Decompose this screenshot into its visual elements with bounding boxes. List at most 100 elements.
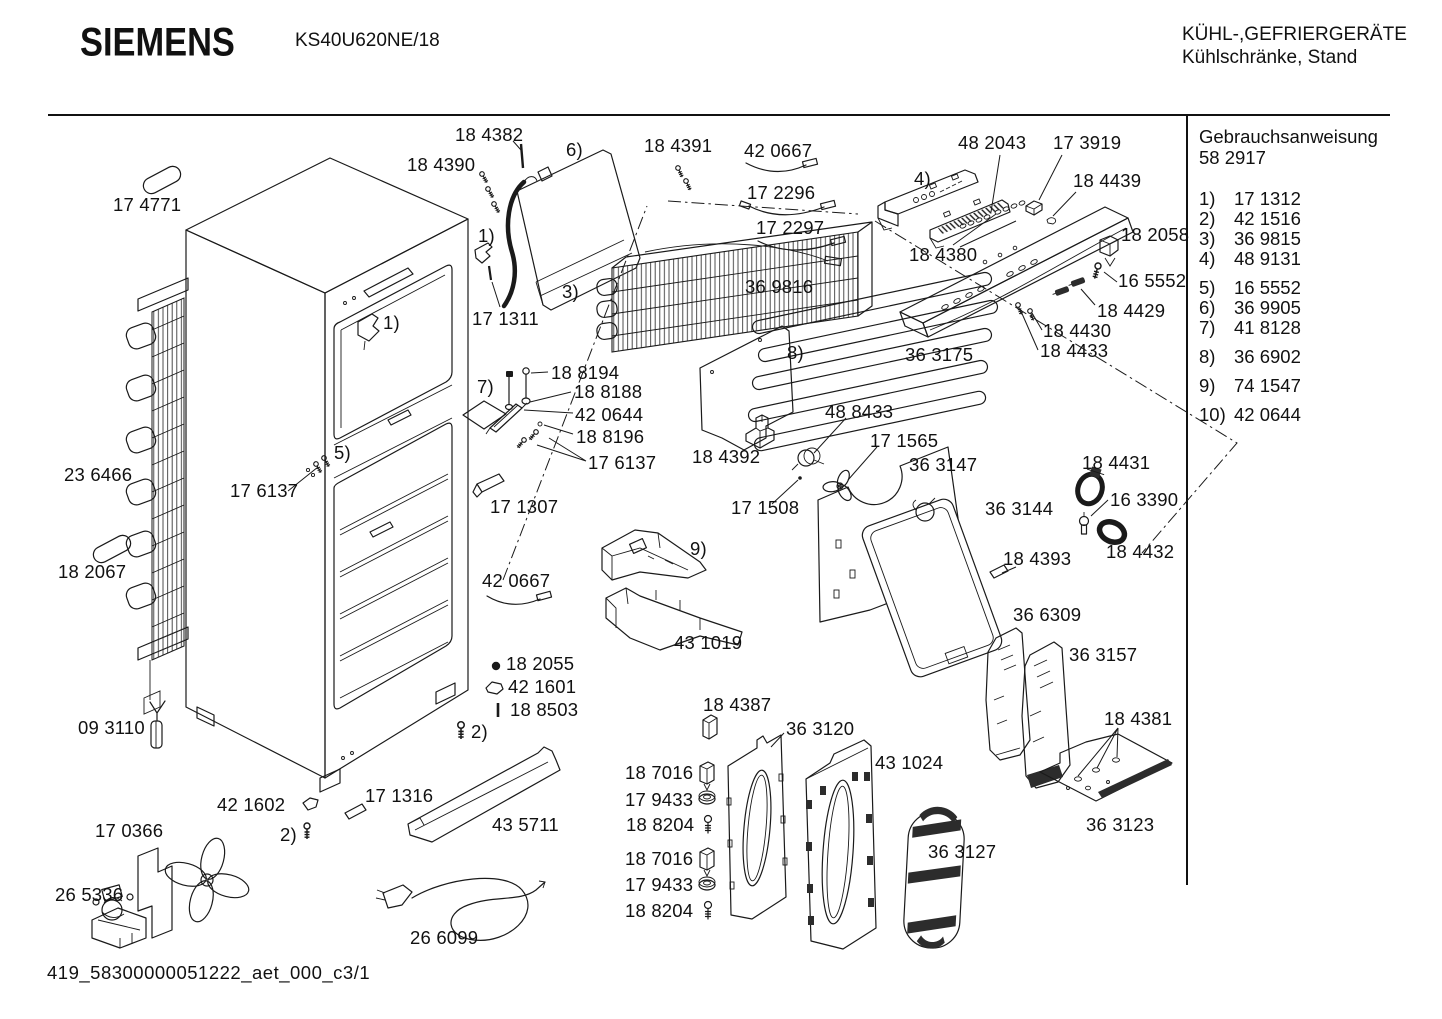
category-title-line2: Kühlschränke, Stand	[1182, 47, 1358, 68]
base-plate-36-3123	[1039, 733, 1173, 802]
part-label: 43 1024	[875, 752, 944, 773]
parts-list-item: 7) 41 8128	[1199, 317, 1389, 338]
part-label: 17 1316	[365, 785, 434, 806]
roller-18-2067	[92, 534, 132, 564]
evaporator-tubes	[747, 271, 999, 452]
part-label: 17 3919	[1053, 132, 1122, 153]
parts-list-number: 42 0644	[1234, 404, 1301, 425]
part-label: 48 2043	[958, 132, 1027, 153]
side-cover-36-3157	[1021, 641, 1071, 789]
rear-panel-36-3147	[817, 446, 963, 623]
hinge-part	[474, 242, 493, 281]
valve-16-3390	[1078, 512, 1090, 535]
part-label: 17 1307	[490, 496, 559, 517]
parts-list-item: 4)48 9131	[1199, 248, 1389, 269]
part-label: 23 6466	[64, 464, 133, 485]
part-label: 36 9816	[745, 276, 814, 297]
parts-list-number: 36 9815	[1234, 228, 1301, 249]
category-title-line1: KÜHL-,GEFRIERGERÄTE	[1182, 24, 1407, 45]
sidebar-divider	[1186, 115, 1188, 885]
parts-list-number: 36 9905	[1234, 297, 1301, 318]
part-label: 18 8503	[510, 699, 579, 720]
compressor-cover-plate	[478, 143, 693, 311]
brand-logo: SIEMENS	[80, 20, 235, 65]
clip-42-1602	[302, 797, 319, 811]
part-label: 42 0667	[744, 140, 813, 161]
part-label: 18 4393	[1003, 548, 1072, 569]
part-label: 42 1601	[508, 676, 577, 697]
part-label: 43 1019	[674, 632, 743, 653]
parts-list-number: 41 8128	[1234, 317, 1301, 338]
fastener-icons	[698, 761, 716, 920]
part-label: 18 4381	[1104, 708, 1173, 729]
reference-list-title-line2: 58 2917	[1199, 147, 1266, 168]
parts-list-item: 2)42 1516	[1199, 208, 1389, 229]
part-label: 17 2297	[756, 217, 825, 238]
plinth-strip	[407, 746, 561, 843]
clip-18-4393	[989, 564, 1009, 579]
screw-point	[798, 476, 802, 480]
part-label: 18 4431	[1082, 452, 1151, 473]
part-label: 18 8188	[574, 381, 643, 402]
part-label: 18 7016	[625, 762, 694, 783]
part-label: 18 8194	[551, 362, 620, 383]
power-cord	[375, 877, 546, 941]
part-label: 36 3147	[909, 454, 978, 475]
cables	[486, 157, 847, 605]
part-label: 2)	[471, 721, 488, 742]
part-label: 18 4380	[909, 244, 978, 265]
parts-list-index: 6)	[1199, 297, 1216, 318]
parts-list-index: 1)	[1199, 188, 1216, 209]
part-label: 17 1508	[731, 497, 800, 518]
fan-blade	[137, 837, 250, 939]
part-label: 17 0366	[95, 820, 164, 841]
part-label: 09 3110	[78, 717, 145, 738]
control-strips	[877, 169, 1057, 249]
part-label: 36 3123	[1086, 814, 1155, 835]
part-label: 5)	[334, 442, 351, 463]
parts-list-number: 16 5552	[1234, 277, 1301, 298]
part-label: 17 6137	[588, 452, 657, 473]
part-label: 17 1311	[472, 308, 539, 329]
parts-list-index: 7)	[1199, 317, 1216, 338]
spacer-18-4387	[702, 714, 718, 740]
hinge-screws	[305, 454, 332, 478]
part-label: 42 1602	[217, 794, 286, 815]
parts-list-number: 17 1312	[1234, 188, 1301, 209]
part-label: 36 6309	[1013, 604, 1082, 625]
parts-list-number: 36 6902	[1234, 346, 1301, 367]
drip-tray	[699, 325, 794, 451]
part-label: 6)	[566, 139, 583, 160]
parts-list-item: 8)36 6902	[1199, 346, 1389, 367]
parts-list-index: 4)	[1199, 248, 1216, 269]
parts-list-item: 6) 36 9905	[1199, 297, 1389, 318]
model-number: KS40U620NE/18	[295, 30, 440, 51]
part-label: 43 5711	[492, 814, 559, 835]
evaporator	[502, 200, 1238, 581]
parts-list-number: 42 1516	[1234, 208, 1301, 229]
compressor-unit	[91, 884, 147, 949]
cabinet-body	[185, 157, 469, 793]
bullet-icon	[491, 661, 501, 671]
part-label: 42 0667	[482, 570, 551, 591]
o-ring-18-4432	[1096, 519, 1128, 545]
part-label: 18 8196	[576, 426, 645, 447]
part-label: 9)	[690, 538, 707, 559]
parts-list-index: 10)	[1199, 404, 1226, 425]
parts-list-item: 9)74 1547	[1199, 375, 1389, 396]
parts-list-index: 9)	[1199, 375, 1216, 396]
part-label: 36 3157	[1069, 644, 1138, 665]
parts-list-item: 1) 17 1312	[1199, 188, 1389, 209]
drain-part-09-3110	[149, 700, 166, 749]
reference-list-title-line1: Gebrauchsanweisung	[1199, 126, 1378, 147]
screw-2-mid	[457, 721, 465, 740]
part-label: 26 5336	[55, 884, 124, 905]
part-label: 17 6137	[230, 480, 299, 501]
part-label: 18 8204	[625, 900, 694, 921]
machine-panel-43-1024	[805, 739, 877, 950]
part-label: 17 1565	[870, 430, 939, 451]
fan-motor	[791, 447, 825, 471]
